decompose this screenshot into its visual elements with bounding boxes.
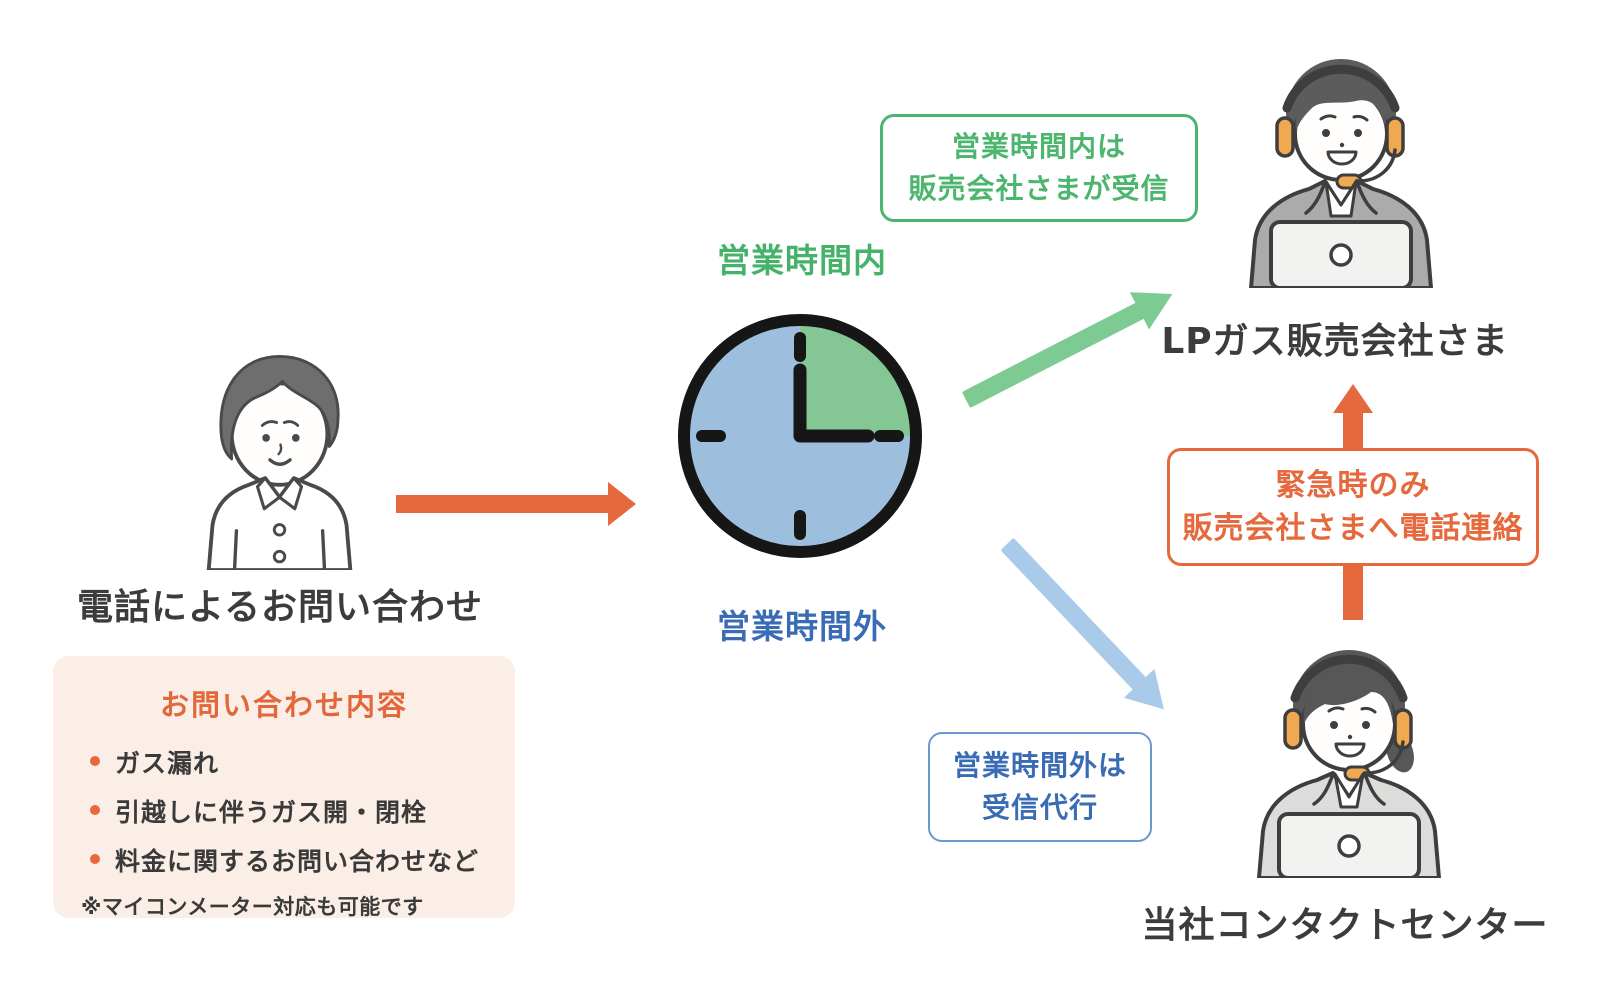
clock-ring — [678, 314, 922, 558]
after-hours-note-line2: 受信代行 — [981, 791, 1098, 824]
clock-face-business-hours — [800, 320, 916, 436]
clock-ticks — [696, 332, 904, 540]
inquiry-box-title: お問い合わせ内容 — [159, 688, 408, 722]
emergency-note-line1: 緊急時のみ — [1275, 467, 1431, 503]
headset-earpiece — [1283, 708, 1303, 750]
after-hours-note-line1: 営業時間外は — [952, 749, 1127, 782]
operator-head — [1283, 650, 1414, 782]
business-hours-note-line1: 営業時間内は — [951, 130, 1126, 163]
business-hours-note-line2: 販売会社さまが受信 — [908, 172, 1170, 205]
arrow-right-orange-icon — [396, 482, 636, 526]
clock-icon — [678, 314, 922, 558]
after-hours-label: 営業時間外 — [717, 607, 887, 646]
operator-bottom-illustration — [1257, 650, 1441, 878]
inquiry-note: ※マイコンメーター対応も可能です — [81, 895, 424, 919]
headset-band — [1282, 64, 1400, 113]
inquiry-box: お問い合わせ内容 ガス漏れ 引越しに伴うガス開・閉栓 料金に関するお問い合わせな… — [53, 656, 515, 919]
customer-hair — [219, 355, 340, 461]
inquiry-item: ガス漏れ — [87, 744, 489, 780]
customer-head — [219, 355, 340, 487]
emergency-note-box: 緊急時のみ 販売会社さまへ電話連絡 — [1167, 448, 1539, 566]
operator-head — [1275, 59, 1405, 190]
clock-hands — [793, 363, 875, 443]
business-hours-label: 営業時間内 — [717, 241, 887, 280]
arrow-down-right-blue-icon — [1001, 538, 1164, 710]
contact-center-label: 当社コンタクトセンター — [1141, 905, 1549, 946]
headset-mic-arm — [1359, 148, 1397, 183]
headset-mic-arm — [1367, 740, 1405, 775]
arrow-up-right-green-icon — [962, 292, 1173, 408]
after-hours-note-box: 営業時間外は 受信代行 — [928, 732, 1152, 842]
business-hours-note-box: 営業時間内は 販売会社さまが受信 — [880, 114, 1198, 222]
customer-illustration — [206, 355, 353, 570]
headset-earpiece — [1275, 116, 1295, 158]
customer-label: 電話によるお問い合わせ — [77, 587, 483, 628]
inquiry-item: 引越しに伴うガス開・閉栓 — [87, 793, 489, 829]
operator-top-illustration — [1249, 59, 1433, 288]
inquiry-list: ガス漏れ 引越しに伴うガス開・閉栓 料金に関するお問い合わせなど — [79, 744, 489, 878]
inquiry-item: 料金に関するお問い合わせなど — [87, 842, 489, 878]
headset-band — [1290, 654, 1408, 703]
customer-body — [206, 476, 353, 570]
lp-gas-company-label: LPガス販売会社さま — [1161, 321, 1509, 362]
laptop — [1277, 812, 1421, 878]
emergency-note-line2: 販売会社さまへ電話連絡 — [1182, 511, 1524, 546]
laptop — [1269, 220, 1413, 288]
